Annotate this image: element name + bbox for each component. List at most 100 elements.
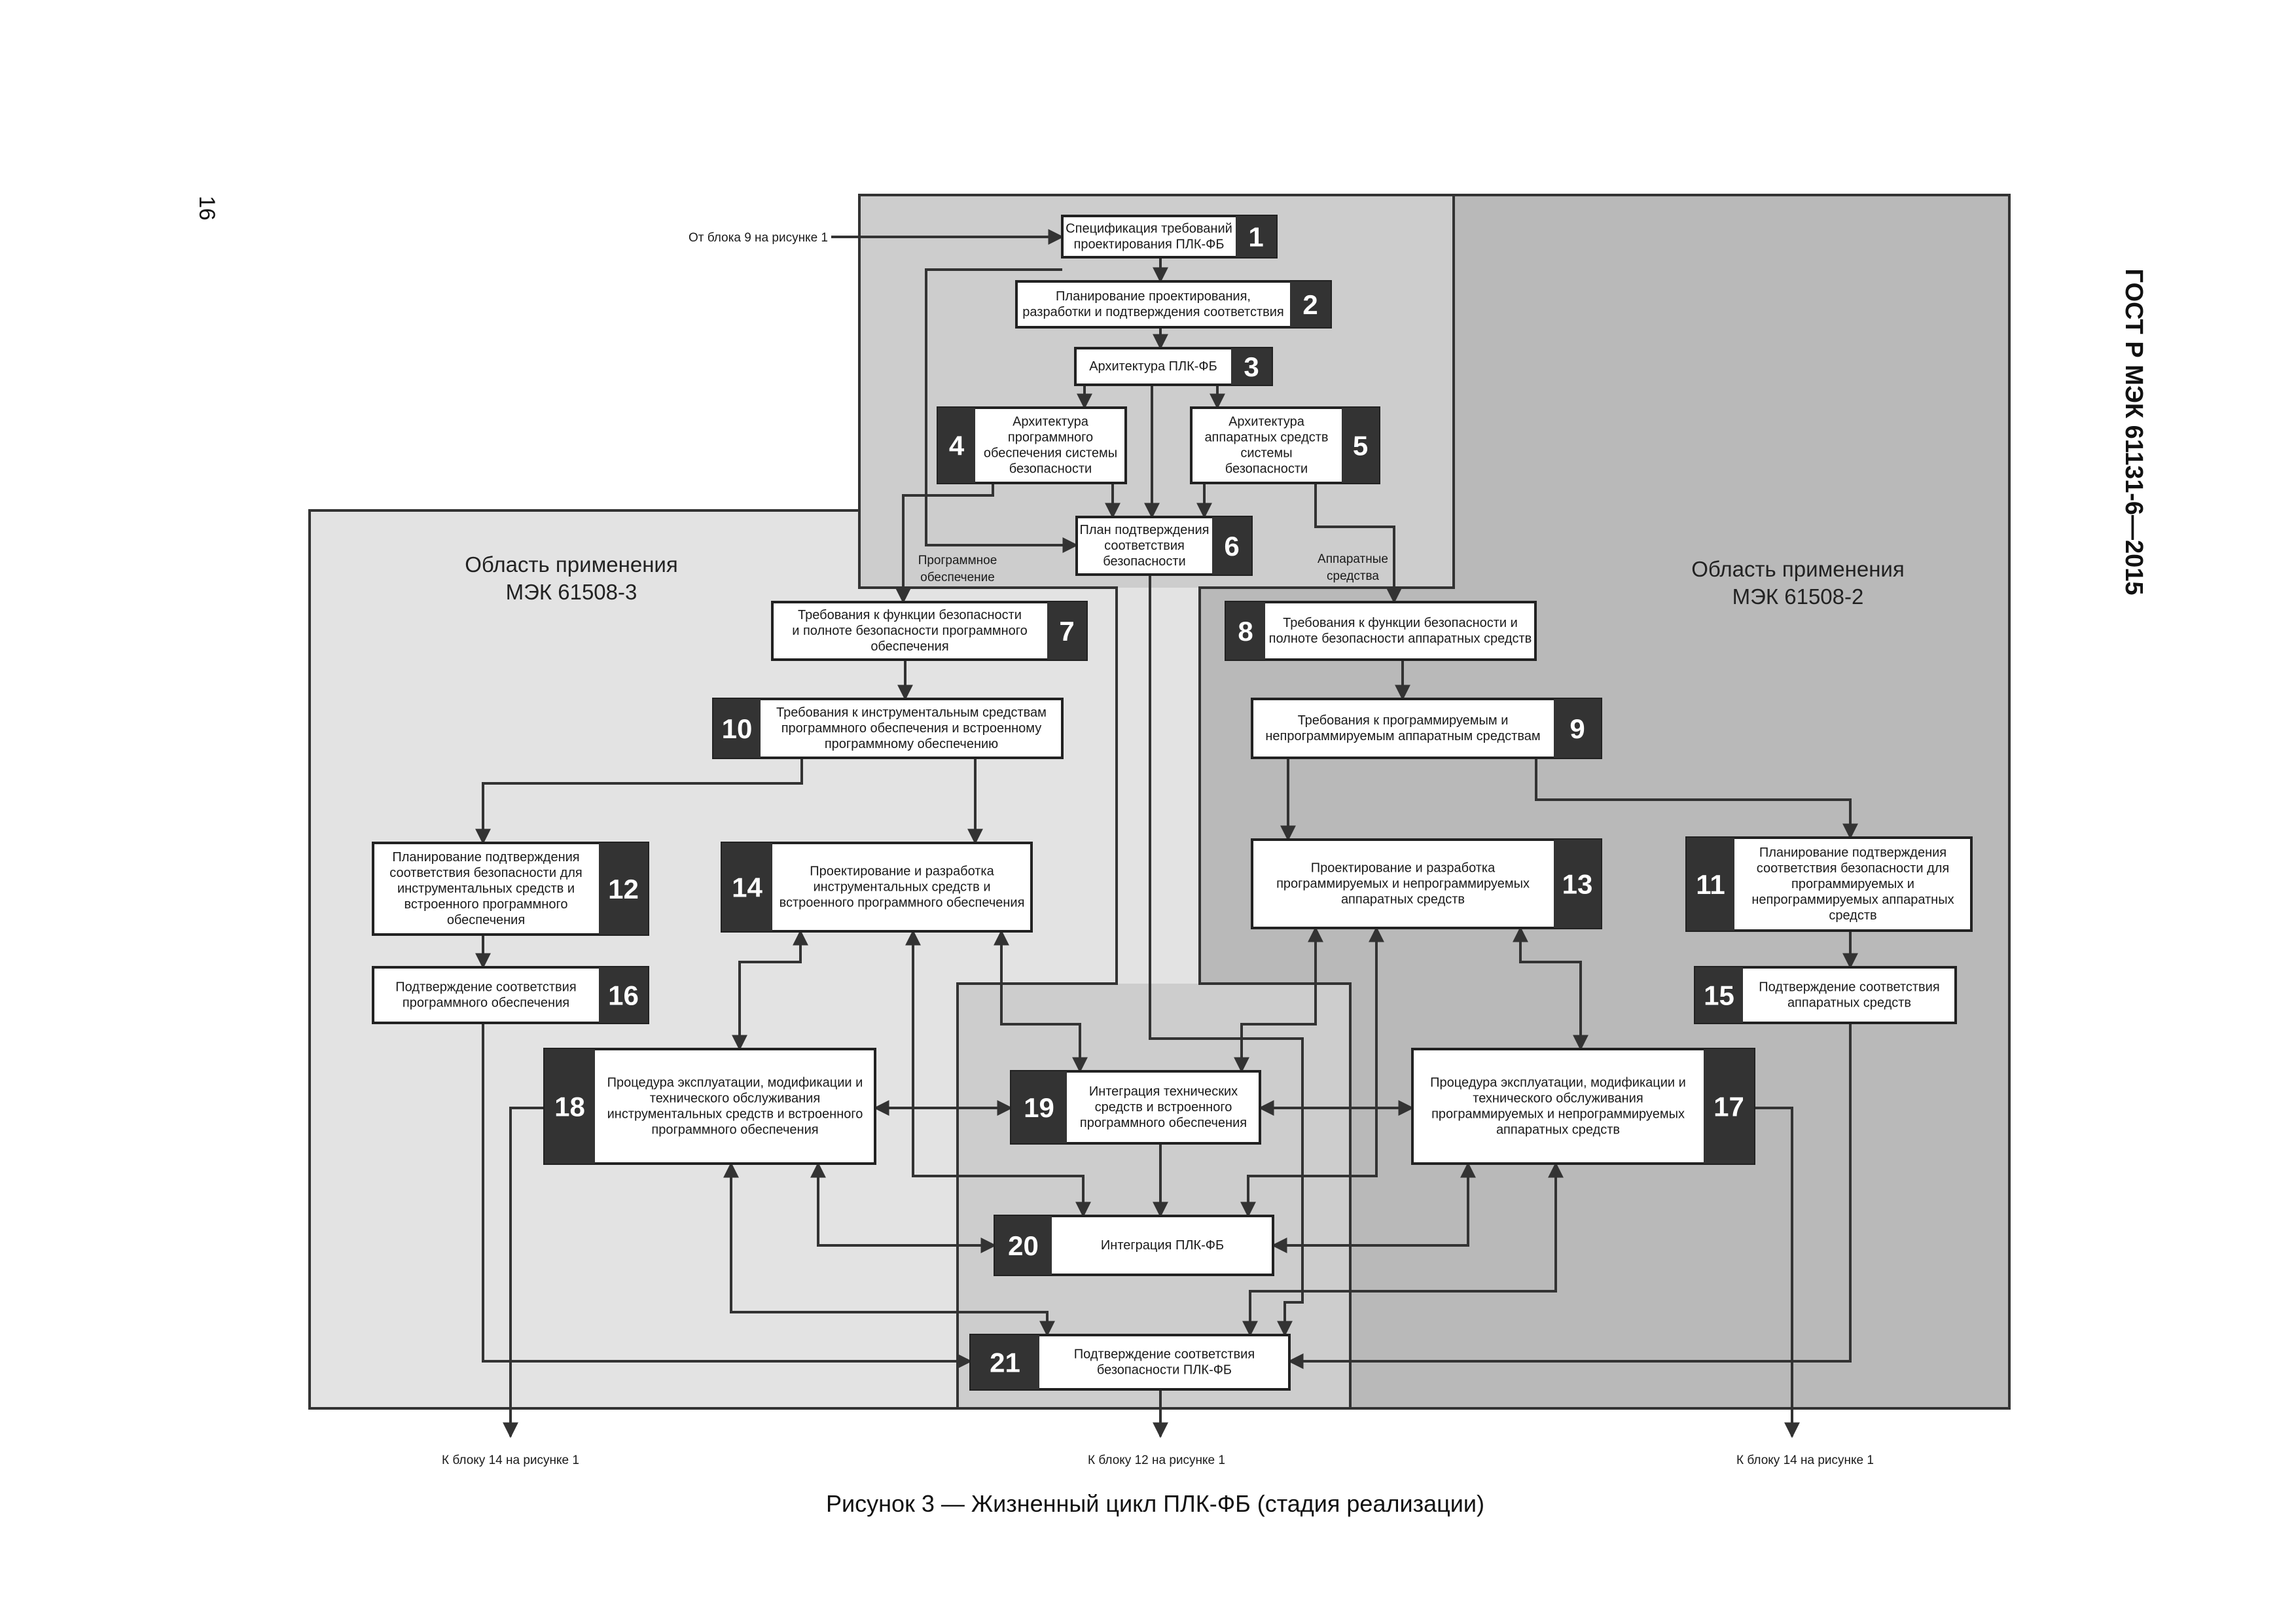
block-number: 8 — [1238, 616, 1253, 647]
block-label-line: Планирование проектирования, — [1056, 289, 1251, 304]
block-label-line: программного — [1008, 431, 1093, 445]
block-label-line: Подтверждение соответствия — [1759, 980, 1939, 995]
block-number: 17 — [1713, 1092, 1744, 1122]
block-label-line: Архитектура ПЛК-ФБ — [1089, 359, 1217, 374]
block-label-line: Требования к программируемым и — [1298, 713, 1509, 728]
block-frame — [1251, 838, 1602, 929]
block-number: 18 — [554, 1092, 585, 1122]
block-label-line: аппаратных средств — [1341, 893, 1465, 907]
block-number-tile — [1290, 281, 1331, 327]
block-label-line: безопасности — [1009, 462, 1092, 476]
block-number: 20 — [1008, 1230, 1039, 1261]
block-label-line: безопасности — [1103, 554, 1185, 569]
arrow-18-out — [503, 1107, 545, 1438]
block-number-tile — [713, 699, 761, 758]
block-number: 3 — [1244, 351, 1259, 382]
block-label-line: Требования к функции безопасности и — [1283, 616, 1518, 630]
block-number: 2 — [1302, 289, 1318, 320]
page-number: 16 — [194, 196, 219, 221]
note-hardware-2: средства — [1327, 569, 1379, 583]
note-to-right: К блоку 14 на рисунке 1 — [1736, 1454, 1874, 1467]
region-hw-top — [1454, 195, 2009, 510]
block-frame — [721, 842, 1033, 933]
block-frame — [1225, 601, 1537, 661]
region-right-title: Область применения — [1691, 557, 1904, 581]
block-label-line: программного обеспечения — [403, 996, 569, 1010]
block-frame — [1411, 1048, 1755, 1165]
block-label-line: Процедура эксплуатации, модификации и — [607, 1076, 863, 1090]
block-label-line: программного обеспечения — [651, 1123, 818, 1137]
block-label-line: непрограммируемым аппаратным средствам — [1265, 729, 1540, 743]
block-label-line: Подтверждение соответствия — [395, 980, 576, 995]
block-label-line: безопасности — [1225, 462, 1308, 476]
block-number-tile — [1011, 1071, 1067, 1143]
block-label-line: инструментальных средств и встроенного — [607, 1107, 863, 1122]
block-label-line: программного обеспечения — [1080, 1116, 1247, 1130]
block-number-tile — [1236, 216, 1276, 257]
block-label-line: Интеграция ПЛК-ФБ — [1101, 1238, 1224, 1253]
block-label-line: Требования к инструментальным средствам — [776, 705, 1047, 720]
block-label-line: средств — [1829, 908, 1876, 923]
block-number-tile — [1212, 517, 1251, 575]
block-number-tile — [1231, 348, 1272, 385]
block-label-line: обеспечения — [870, 639, 948, 654]
region-left-title: Область применения — [465, 552, 677, 577]
block-label-line: программируемых и непрограммируемых — [1431, 1107, 1685, 1122]
block-label-line: и полноте безопасности программного — [792, 624, 1028, 638]
block-frame — [1251, 698, 1602, 759]
arrow-13-17 — [1513, 926, 1588, 1051]
block-label-line: инструментальных средств и — [813, 880, 990, 895]
block-label-line: Проектирование и разработка — [810, 865, 994, 879]
block-label-line: Подтверждение соответствия — [1074, 1347, 1255, 1362]
block-label-line: программируемых и непрограммируемых — [1276, 877, 1530, 891]
region-left-subtitle: МЭК 61508-3 — [506, 580, 637, 604]
arrow-17-21 — [1242, 1162, 1564, 1337]
block-label-line: Проектирование и разработка — [1311, 861, 1496, 876]
standard-designation: ГОСТ Р МЭК 61131-6—2015 — [2120, 268, 2147, 595]
note-software-2: обеспечение — [920, 571, 995, 584]
block-number: 12 — [608, 874, 639, 904]
block-label-line: обеспечения — [447, 913, 525, 927]
block-number-tile — [599, 843, 648, 935]
block-number-tile — [938, 408, 975, 483]
block-label-line: обеспечения системы — [984, 446, 1117, 461]
block-label-line: системы — [1240, 446, 1292, 461]
figure-caption: Рисунок 3 — Жизненный цикл ПЛК-ФБ (стади… — [826, 1490, 1484, 1517]
block-number-tile — [1687, 838, 1734, 931]
block-label-line: План подтверждения — [1080, 523, 1210, 537]
block-number: 13 — [1562, 869, 1593, 900]
block-number-tile — [995, 1216, 1052, 1275]
block-number: 5 — [1353, 431, 1368, 461]
block-number: 1 — [1248, 222, 1263, 253]
block-label-line: аппаратных средств — [1204, 431, 1328, 445]
arrow-18-21 — [723, 1162, 1055, 1337]
block-label-line: встроенного программного — [404, 897, 568, 912]
block-number-tile — [599, 967, 648, 1023]
arrow-9-11 — [1535, 758, 1858, 840]
block-number-tile — [1554, 699, 1601, 758]
block-label-line: Спецификация требований — [1066, 222, 1232, 236]
arrow-16-21 — [482, 1023, 973, 1369]
block-frame — [543, 1048, 876, 1165]
block-number-tile — [1704, 1049, 1754, 1164]
block-label-line: аппаратных средств — [1787, 996, 1911, 1010]
block-number: 15 — [1704, 980, 1734, 1011]
arrow-14-19 — [994, 929, 1088, 1073]
note-from-block: От блока 9 на рисунке 1 — [689, 231, 828, 245]
block-label-line: Планирование подтверждения — [1759, 846, 1946, 860]
block-number-tile — [1554, 840, 1601, 928]
block-3: 3 Архитектура ПЛК-ФБ — [1074, 347, 1273, 386]
block-number: 7 — [1059, 616, 1074, 647]
block-label-line: Требования к функции безопасности — [798, 608, 1022, 622]
